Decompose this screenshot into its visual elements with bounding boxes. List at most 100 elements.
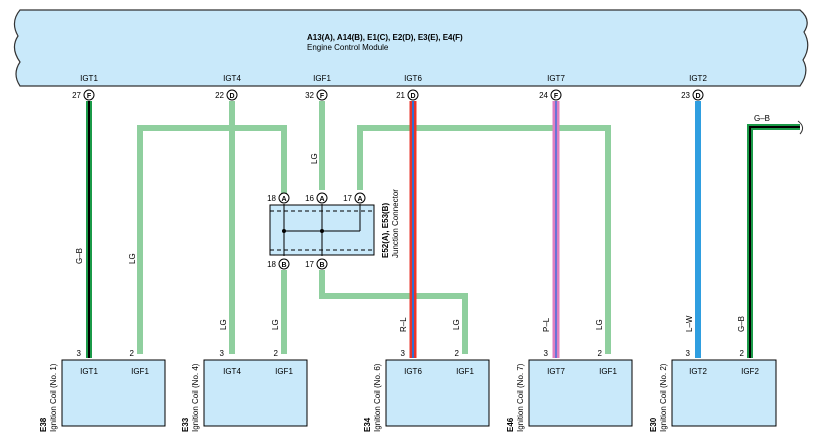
pin-number: 21	[396, 91, 405, 100]
coil-no1: 3 2 IGT1 IGF1 E38 Ignition Coil (No. 1)	[39, 349, 166, 432]
coil-pin-number: 2	[598, 349, 603, 358]
pin-connector-letter: D	[695, 93, 700, 100]
splice-dot	[320, 229, 324, 233]
wire-label-igt7: P–L	[542, 317, 551, 332]
pin-number: 24	[539, 91, 548, 100]
junction-pin-top-18: 18 A	[267, 192, 290, 204]
wire-label-igf2-offpage: G–B	[754, 114, 770, 123]
svg-text:B: B	[319, 262, 324, 269]
engine-control-module: A13(A), A14(B), E1(C), E2(D), E3(E), E4(…	[13, 9, 809, 87]
pin-signal: IGT4	[223, 74, 241, 83]
pin-number: 27	[72, 91, 81, 100]
coil-name: Ignition Coil (No. 1)	[49, 363, 58, 432]
svg-text:B: B	[281, 262, 286, 269]
offpage-break-mark	[797, 120, 804, 135]
ecm-pin-igt4: IGT4 22 D	[215, 74, 241, 101]
splice-dot	[282, 229, 286, 233]
ecm-pin-igt1: IGT1 27 F	[72, 74, 98, 101]
coil-pin-number: 3	[220, 349, 225, 358]
coil-pin-number: 2	[740, 349, 745, 358]
pin-connector-letter: F	[554, 93, 559, 100]
pin-number: 22	[215, 91, 224, 100]
wire-label-coil4-igt: LG	[219, 319, 228, 330]
igf1-bus-right-wire	[357, 125, 611, 354]
ecm-pin-igt7: IGT7 24 F	[539, 74, 565, 101]
svg-text:16: 16	[305, 194, 314, 203]
ecm-pin-igt2: IGT2 23 D	[681, 74, 707, 101]
coil-code: E46	[506, 417, 515, 432]
pin-signal: IGT6	[404, 74, 422, 83]
wire-labels: G–B LG LG LG LG R–L LG P–L LG L–W G–B G–…	[75, 114, 770, 332]
svg-text:17: 17	[343, 194, 352, 203]
coil-pin-number: 3	[77, 349, 82, 358]
pin-connector-letter: D	[229, 93, 234, 100]
coil-pin-number: 3	[401, 349, 406, 358]
junction-name: Junction Connector	[391, 189, 400, 258]
ecm-pin-igf1: IGF1 32 F	[305, 74, 331, 101]
junction-connector: E52(A), E53(B) Junction Connector	[269, 189, 400, 258]
pin-connector-letter: F	[87, 93, 92, 100]
coil-no7: 3 2 IGT7 IGF1 E46 Ignition Coil (No. 7)	[506, 349, 633, 432]
ecm-name: Engine Control Module	[307, 43, 389, 52]
coil-pin-number: 2	[455, 349, 460, 358]
igf1-bus-left-wire	[137, 125, 287, 354]
coil-name: Ignition Coil (No. 4)	[191, 363, 200, 432]
pin-number: 23	[681, 91, 690, 100]
junction-pin-top-16: 16 A	[305, 192, 328, 204]
coil-pin-number: 3	[544, 349, 549, 358]
coil-signal: IGF2	[741, 367, 759, 376]
junction-pin-bottom-18: 18 B	[267, 258, 290, 270]
coil-signal: IGF1	[275, 367, 293, 376]
coil6-igf-wire	[319, 270, 468, 354]
coil-signal: IGT6	[404, 367, 422, 376]
pin-connector-letter: F	[320, 93, 325, 100]
wire-label-igt1: G–B	[75, 248, 84, 264]
coil-code: E34	[363, 417, 372, 432]
coil-signal: IGT1	[80, 367, 98, 376]
coil-signal: IGF1	[456, 367, 474, 376]
svg-text:A: A	[281, 196, 286, 203]
coil-name: Ignition Coil (No. 6)	[373, 363, 382, 432]
coil-pin-number: 2	[130, 349, 135, 358]
wire-label-igf1-trunk: LG	[310, 153, 319, 164]
svg-text:18: 18	[267, 260, 276, 269]
junction-pin-top-17: 17 A	[343, 192, 366, 204]
svg-text:17: 17	[305, 260, 314, 269]
svg-text:18: 18	[267, 194, 276, 203]
wire-label-coil6-igf: LG	[452, 319, 461, 330]
ecm-pin-igt6: IGT6 21 D	[396, 74, 422, 101]
lg-wires	[137, 101, 611, 354]
pin-signal: IGF1	[313, 74, 331, 83]
pin-signal: IGT2	[689, 74, 707, 83]
pin-connector-letter: D	[410, 93, 415, 100]
wire-label-igt2: L–W	[685, 315, 694, 332]
junction-code: E52(A), E53(B)	[381, 203, 390, 258]
coil-signal: IGT4	[223, 367, 241, 376]
coil-pin-number: 3	[686, 349, 691, 358]
pin-signal: IGT7	[547, 74, 565, 83]
svg-text:A: A	[319, 196, 324, 203]
coil-code: E38	[39, 417, 48, 432]
coil-code: E30	[649, 417, 658, 432]
wire-label-igf2: G–B	[737, 316, 746, 332]
coil-name: Ignition Coil (No. 2)	[659, 363, 668, 432]
ecm-connectors: A13(A), A14(B), E1(C), E2(D), E3(E), E4(…	[307, 33, 463, 42]
coil-name: Ignition Coil (No. 7)	[516, 363, 525, 432]
coil-no6: 3 2 IGT6 IGF1 E34 Ignition Coil (No. 6)	[363, 349, 490, 432]
pin-number: 32	[305, 91, 314, 100]
junction-pin-bottom-17: 17 B	[305, 258, 328, 270]
pin-signal: IGT1	[80, 74, 98, 83]
wire-label-coil7-igf: LG	[595, 319, 604, 330]
svg-text:A: A	[357, 196, 362, 203]
wire-label-coil4-igf: LG	[271, 319, 280, 330]
coil-no2: 3 2 IGT2 IGF2 E30 Ignition Coil (No. 2)	[649, 349, 777, 432]
coil-signal: IGF1	[131, 367, 149, 376]
coil-no4: 3 2 IGT4 IGF1 E33 Ignition Coil (No. 4)	[181, 349, 308, 432]
igf2-wire	[747, 120, 804, 358]
coil-signal: IGT2	[689, 367, 707, 376]
coil-signal: IGT7	[547, 367, 565, 376]
coil-signal: IGF1	[599, 367, 617, 376]
coil-pin-number: 2	[274, 349, 279, 358]
